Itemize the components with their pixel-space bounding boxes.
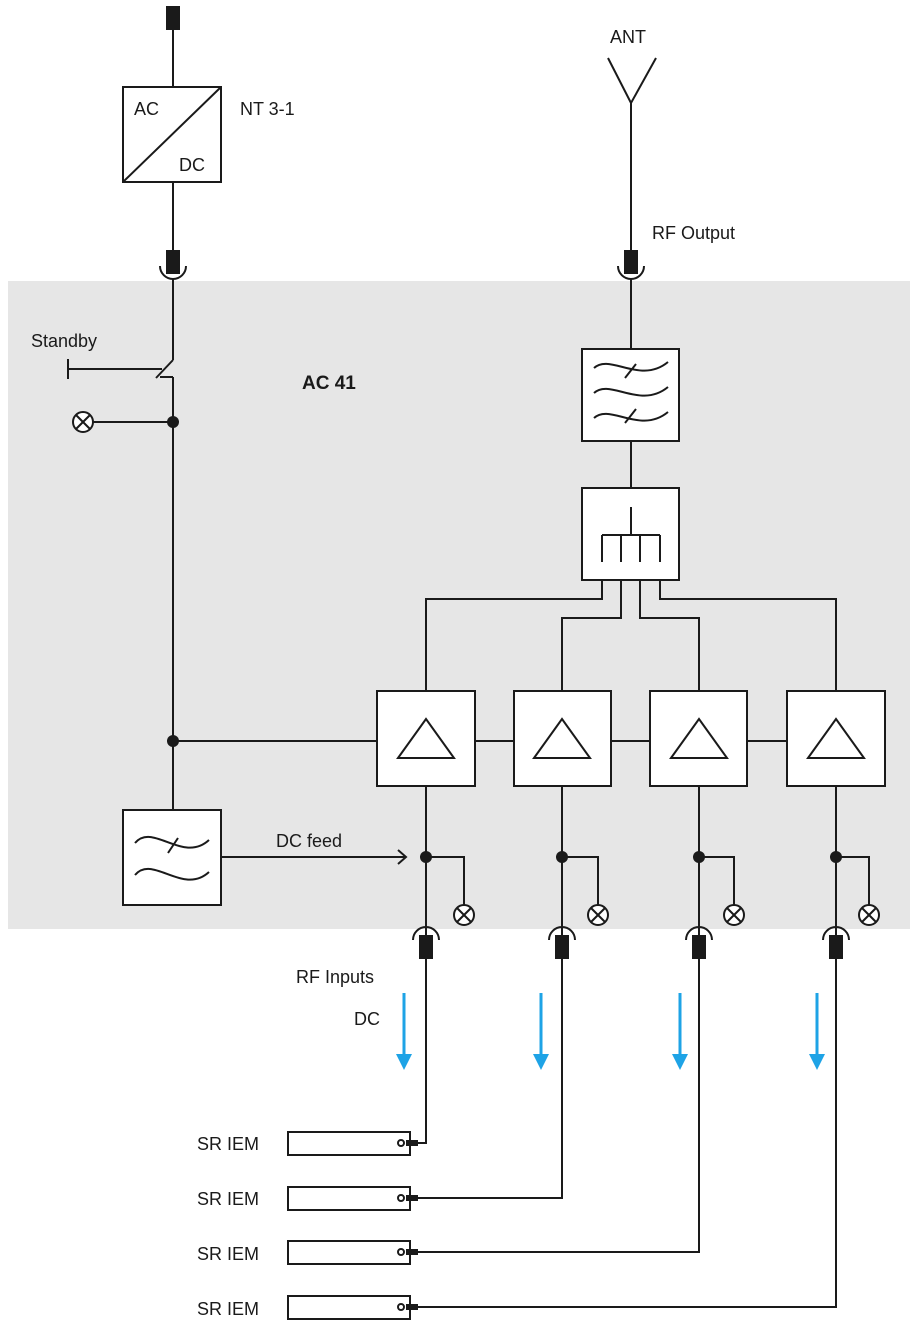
sr-iem-1 <box>287 1131 418 1156</box>
rf-lamp-icon <box>587 904 609 926</box>
rf-input-socket-3 <box>685 926 713 941</box>
nt3-1-power-supply: AC DC <box>122 86 222 183</box>
sr-iem-label: SR IEM <box>197 1299 259 1319</box>
dc-flow-arrow-icon <box>672 993 688 1070</box>
dc-feed-arrow-icon <box>397 849 408 865</box>
sr-iem-3 <box>287 1240 418 1265</box>
rf-lamp-icon <box>723 904 745 926</box>
dc-feed-label: DC feed <box>276 831 342 851</box>
amplifier-4 <box>786 690 886 787</box>
antenna-icon <box>607 57 657 106</box>
rf-input-socket-1 <box>412 926 440 941</box>
splitter <box>581 487 680 581</box>
nt3-1-label: NT 3-1 <box>240 99 295 119</box>
rf-input-socket-2 <box>548 926 576 941</box>
dc-flow-arrow-icon <box>533 993 549 1070</box>
sr-iem-label: SR IEM <box>197 1189 259 1209</box>
rf-lamp-icon <box>453 904 475 926</box>
sr-iem-2 <box>287 1186 418 1211</box>
sr-iem-4 <box>287 1295 418 1320</box>
rf-input-plug-2 <box>555 935 569 959</box>
rf-lamp-icon <box>858 904 880 926</box>
rf-output-label: RF Output <box>652 223 735 243</box>
power-plug-top <box>166 6 180 30</box>
amplifier-3 <box>649 690 748 787</box>
rf-input-plug-1 <box>419 935 433 959</box>
dc-label: DC <box>179 155 205 175</box>
sr-iem-label: SR IEM <box>197 1244 259 1264</box>
dc-plug <box>166 250 180 274</box>
ac41-label: AC 41 <box>302 373 356 394</box>
dc-filter <box>122 809 222 906</box>
ant-label: ANT <box>610 27 646 47</box>
dc-arrow-label: DC <box>354 1009 380 1029</box>
power-lamp-icon <box>72 411 94 433</box>
standby-label: Standby <box>31 331 97 351</box>
rf-input-socket-4 <box>822 926 850 941</box>
standby-switch <box>67 359 174 422</box>
dc-flow-arrow-icon <box>396 993 412 1070</box>
amplifier-1 <box>376 690 476 787</box>
rf-input-plug-3 <box>692 935 706 959</box>
rf-inputs-label: RF Inputs <box>296 967 374 987</box>
rf-input-plug-4 <box>829 935 843 959</box>
ac-label: AC <box>134 99 159 119</box>
sr-iem-label: SR IEM <box>197 1134 259 1154</box>
dc-flow-arrow-icon <box>809 993 825 1070</box>
bandpass-filter <box>581 348 680 442</box>
rf-output-plug <box>624 250 638 274</box>
amplifier-2 <box>513 690 612 787</box>
